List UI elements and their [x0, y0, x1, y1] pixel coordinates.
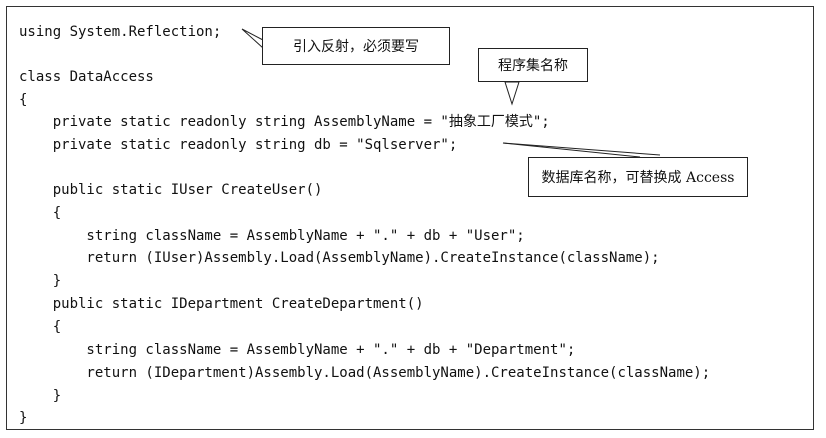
code-line-close-brace-2: }	[19, 388, 62, 404]
code-line-createdepartment: public static IDepartment CreateDepartme…	[19, 296, 424, 312]
code-line-class: class DataAccess	[19, 69, 154, 85]
callout-assembly-name: 程序集名称	[478, 48, 588, 82]
code-line-return-user: return (IUser)Assembly.Load(AssemblyName…	[19, 250, 660, 266]
code-line-classname-user: string className = AssemblyName + "." + …	[19, 228, 525, 244]
code-line-close-brace-3: }	[19, 410, 28, 426]
code-line-assemblyname: private static readonly string AssemblyN…	[19, 114, 550, 130]
code-line-open-brace-2: {	[19, 205, 62, 221]
code-line-close-brace: }	[19, 273, 62, 289]
code-line-using: using System.Reflection;	[19, 24, 222, 40]
code-line-open-brace-3: {	[19, 319, 62, 335]
code-line-return-department: return (IDepartment)Assembly.Load(Assemb…	[19, 365, 711, 381]
code-figure-frame: using System.Reflection; class DataAcces…	[6, 6, 814, 430]
code-line-createuser: public static IUser CreateUser()	[19, 182, 323, 198]
code-line-classname-department: string className = AssemblyName + "." + …	[19, 342, 576, 358]
code-block: using System.Reflection; class DataAcces…	[7, 7, 813, 429]
code-line-open-brace: {	[19, 92, 28, 108]
callout-reflection: 引入反射，必须要写	[262, 27, 450, 65]
callout-db-name: 数据库名称，可替换成 Access	[528, 157, 748, 197]
code-line-db: private static readonly string db = "Sql…	[19, 137, 458, 153]
